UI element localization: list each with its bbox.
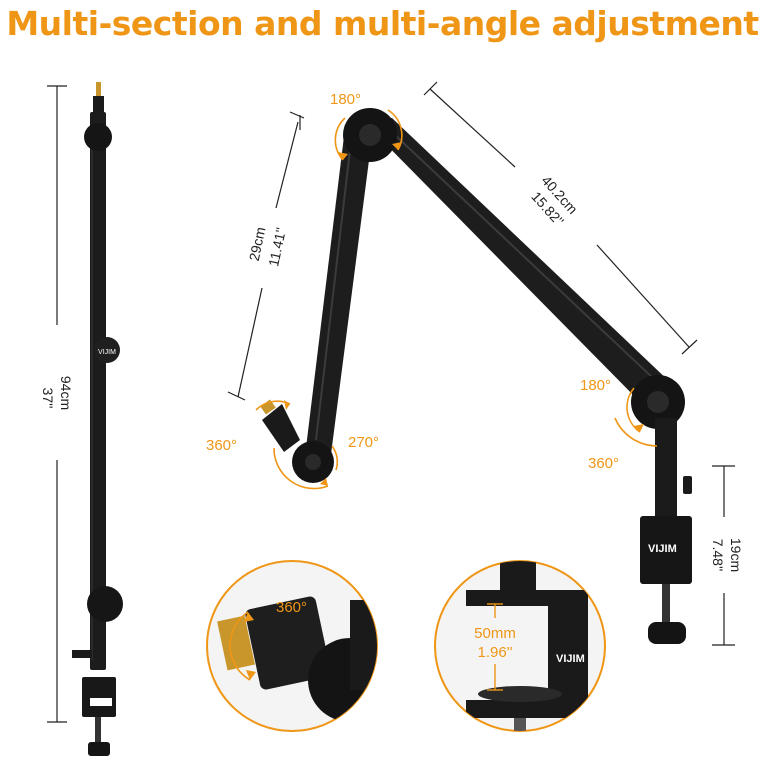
angle-top-joint: 180° [330,91,361,108]
detail-thread-mount: 360° [206,560,378,732]
angle-detail-thread: 360° [276,599,307,616]
rotation-arrows [255,109,658,490]
height-total-cm: 94cm [58,376,74,410]
angle-mount-left: 360° [206,437,237,454]
page-title: Multi-section and multi-angle adjustment [6,4,759,43]
angle-mount-right: 270° [348,434,379,451]
angle-right-joint-top: 180° [580,377,611,394]
brand-logo-detail: VIJIM [556,653,585,665]
angle-right-joint-bottom: 360° [588,455,619,472]
boom-arm: 29cm 11.41'' 40.2cm 15.82'' [206,81,744,646]
clamp-height-in: 7.48'' [710,539,726,572]
folded-stand: 94cm 37'' VIJIM [40,82,123,756]
brand-logo-pole: VIJIM [98,349,116,356]
clamp-opening-in: 1.96'' [478,644,513,661]
detail-desk-clamp: 50mm 1.96'' VIJIM [434,560,606,732]
brand-logo-clamp: VIJIM [648,543,677,555]
lower-arm-cm: 29cm [246,226,269,263]
lower-arm-in: 11.41'' [265,226,289,268]
clamp-height-cm: 19cm [728,538,744,572]
clamp-opening-mm: 50mm [474,625,516,642]
height-total-in: 37'' [40,388,56,409]
